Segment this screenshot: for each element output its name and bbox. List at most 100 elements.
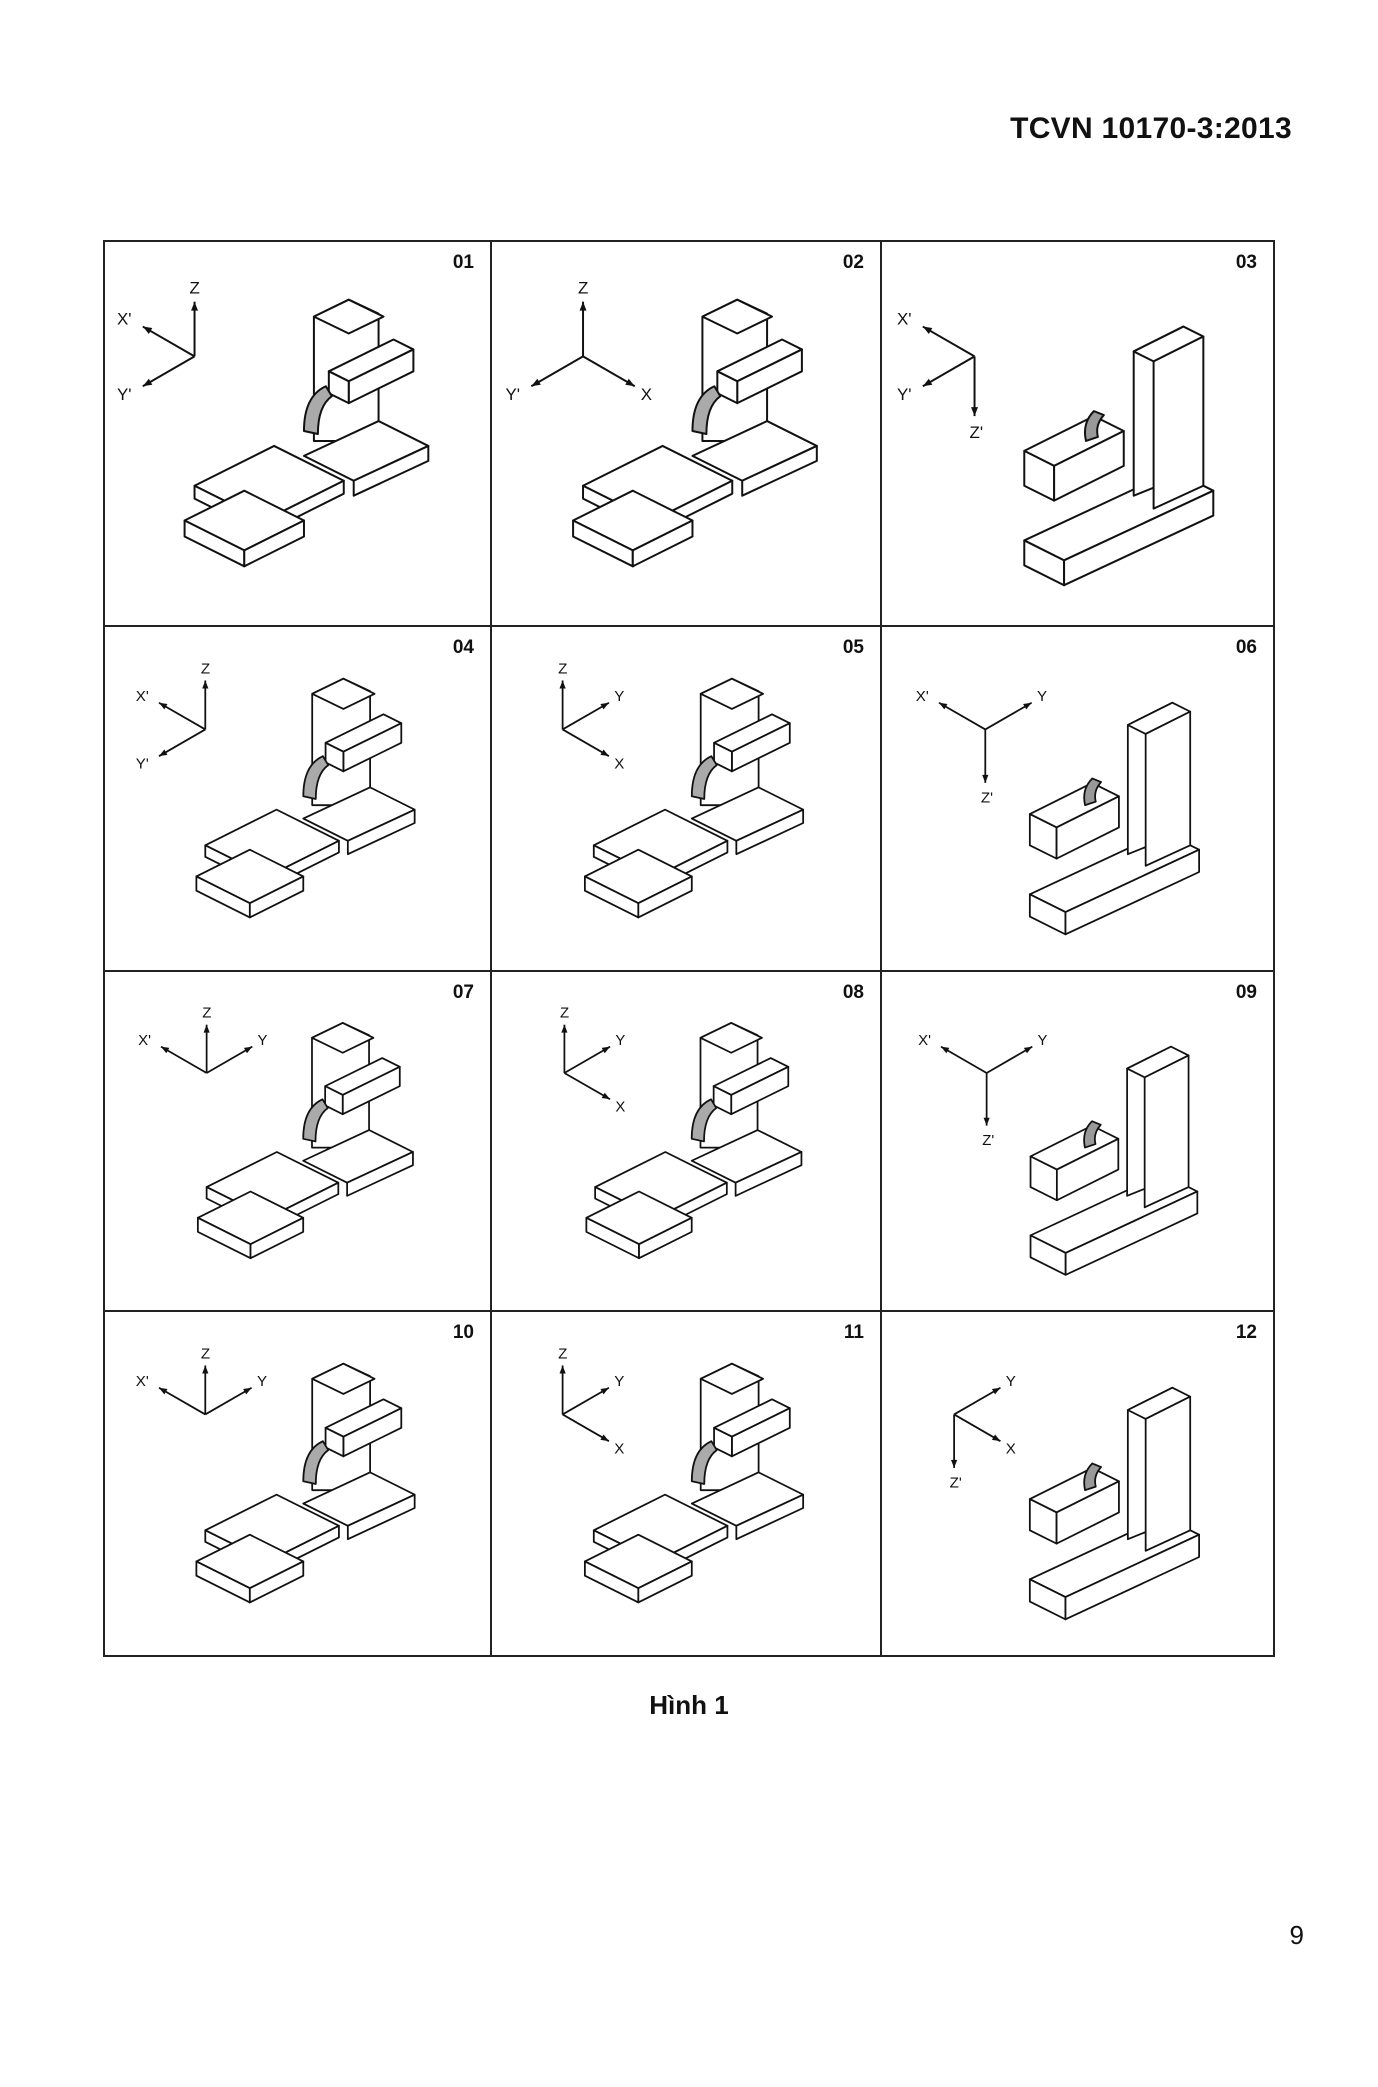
panel-drawing: ZY'X <box>505 279 818 568</box>
axis-arrow-icon <box>950 1459 958 1468</box>
axis-line <box>158 701 206 731</box>
axis-label: Z <box>558 660 567 677</box>
axis-arrow-icon <box>1023 702 1032 710</box>
axis-label: X' <box>138 1032 151 1049</box>
panel-drawing: Z X' Y' <box>136 660 416 919</box>
machine-illustration <box>195 1362 416 1604</box>
axis-arrow-icon <box>158 749 168 757</box>
axis-label: Z' <box>950 1475 962 1492</box>
axis-arrow-icon <box>559 680 566 689</box>
axis-label: Y' <box>117 385 132 404</box>
panel-number: 07 <box>452 982 474 1003</box>
panel-number: 04 <box>452 637 474 658</box>
axis-label: Y <box>1006 1373 1016 1390</box>
axis-arrow-icon <box>600 702 609 710</box>
axis-label: X' <box>117 310 132 329</box>
axis-label: X' <box>136 1373 149 1390</box>
axis-label: Y <box>614 688 624 705</box>
axis-label: Y' <box>897 385 912 404</box>
figure-panel-04: Z X' Y' 04 <box>105 627 492 972</box>
axis-line <box>160 1045 208 1074</box>
axis-label: Z <box>578 279 588 298</box>
figure-caption: Hình 1 <box>649 1690 729 1720</box>
machine-illustration <box>1023 325 1215 587</box>
machine-illustration <box>183 298 430 568</box>
axis-label: Z' <box>982 1132 994 1149</box>
machine-illustration <box>1028 1386 1200 1621</box>
axis-label: Y <box>1037 688 1047 705</box>
axis-line <box>530 355 584 388</box>
machine-illustration <box>583 1362 805 1604</box>
axis-arrow-icon <box>531 378 541 387</box>
panel-drawing: X'YZ' <box>916 688 1200 936</box>
axis-label: X' <box>136 688 149 705</box>
axis-arrow-icon <box>243 1046 253 1054</box>
axis-label: Y <box>615 1032 625 1049</box>
machine-illustration <box>583 677 805 919</box>
axis-arrow-icon <box>971 407 979 417</box>
axis-arrow-icon <box>243 1387 252 1395</box>
axis-label: Y' <box>136 756 149 773</box>
axis-arrow-icon <box>561 1024 568 1033</box>
axis-line <box>158 1386 206 1416</box>
axis-arrow-icon <box>142 326 153 335</box>
document-code: TCVN 10170-3:2013 <box>1010 112 1292 145</box>
panel-number: 12 <box>1235 1322 1257 1343</box>
panel-drawing: Z X' Y <box>136 1345 416 1604</box>
axis-line <box>142 355 196 388</box>
axis-line <box>984 701 1033 731</box>
axis-label: Z <box>558 1345 567 1362</box>
axis-arrow-icon <box>982 774 989 783</box>
panel-drawing: X'Y'Z' <box>897 310 1215 587</box>
axis-arrow-icon <box>991 1434 1001 1442</box>
axis-line <box>158 728 206 757</box>
axis-label: Y <box>257 1373 267 1390</box>
axis-arrow-icon <box>202 680 209 689</box>
axis-line <box>938 701 986 731</box>
axis-arrow-icon <box>938 702 948 710</box>
axis-arrow-icon <box>158 702 168 710</box>
axis-label: Y <box>258 1032 268 1049</box>
axis-label: X' <box>916 688 929 705</box>
axis-label: Z <box>201 1345 210 1362</box>
machine-illustration <box>1028 701 1200 936</box>
panel-number: 05 <box>842 637 864 658</box>
axis-line <box>922 325 976 358</box>
axis-line <box>986 1045 1033 1074</box>
axis-arrow-icon <box>601 1092 611 1100</box>
panel-drawing: X'YZ' <box>918 1032 1199 1276</box>
axis-line <box>582 355 636 388</box>
axis-line <box>142 325 196 358</box>
axis-line <box>562 701 610 731</box>
panel-number: 01 <box>452 252 474 273</box>
machine-illustration <box>1029 1045 1199 1276</box>
axis-label: X <box>615 1099 625 1116</box>
panel-number: 06 <box>1235 637 1257 658</box>
axis-arrow-icon <box>991 1387 1001 1395</box>
axis-label: Y <box>1038 1032 1048 1049</box>
axis-arrow-icon <box>600 1434 609 1442</box>
axis-line <box>206 1045 253 1074</box>
panel-number: 02 <box>842 252 864 273</box>
axis-line <box>562 1386 610 1416</box>
panel-drawing: ZYX <box>558 1345 805 1604</box>
axis-arrow-icon <box>160 1046 170 1054</box>
panel-number: 11 <box>843 1322 864 1343</box>
figure-panel-05: Z Y X 05 <box>492 627 882 972</box>
panel-number: 09 <box>1235 982 1257 1003</box>
axis-arrow-icon <box>625 378 635 387</box>
axis-label: Z <box>201 660 210 677</box>
axis-label: X <box>614 756 624 773</box>
panel-drawing: ZYX <box>560 1005 803 1260</box>
machine-illustration <box>572 298 818 568</box>
axis-arrow-icon <box>203 1024 210 1033</box>
axis-arrow-icon <box>601 1046 611 1054</box>
axis-label: Z <box>202 1005 211 1022</box>
axis-arrow-icon <box>579 301 587 311</box>
